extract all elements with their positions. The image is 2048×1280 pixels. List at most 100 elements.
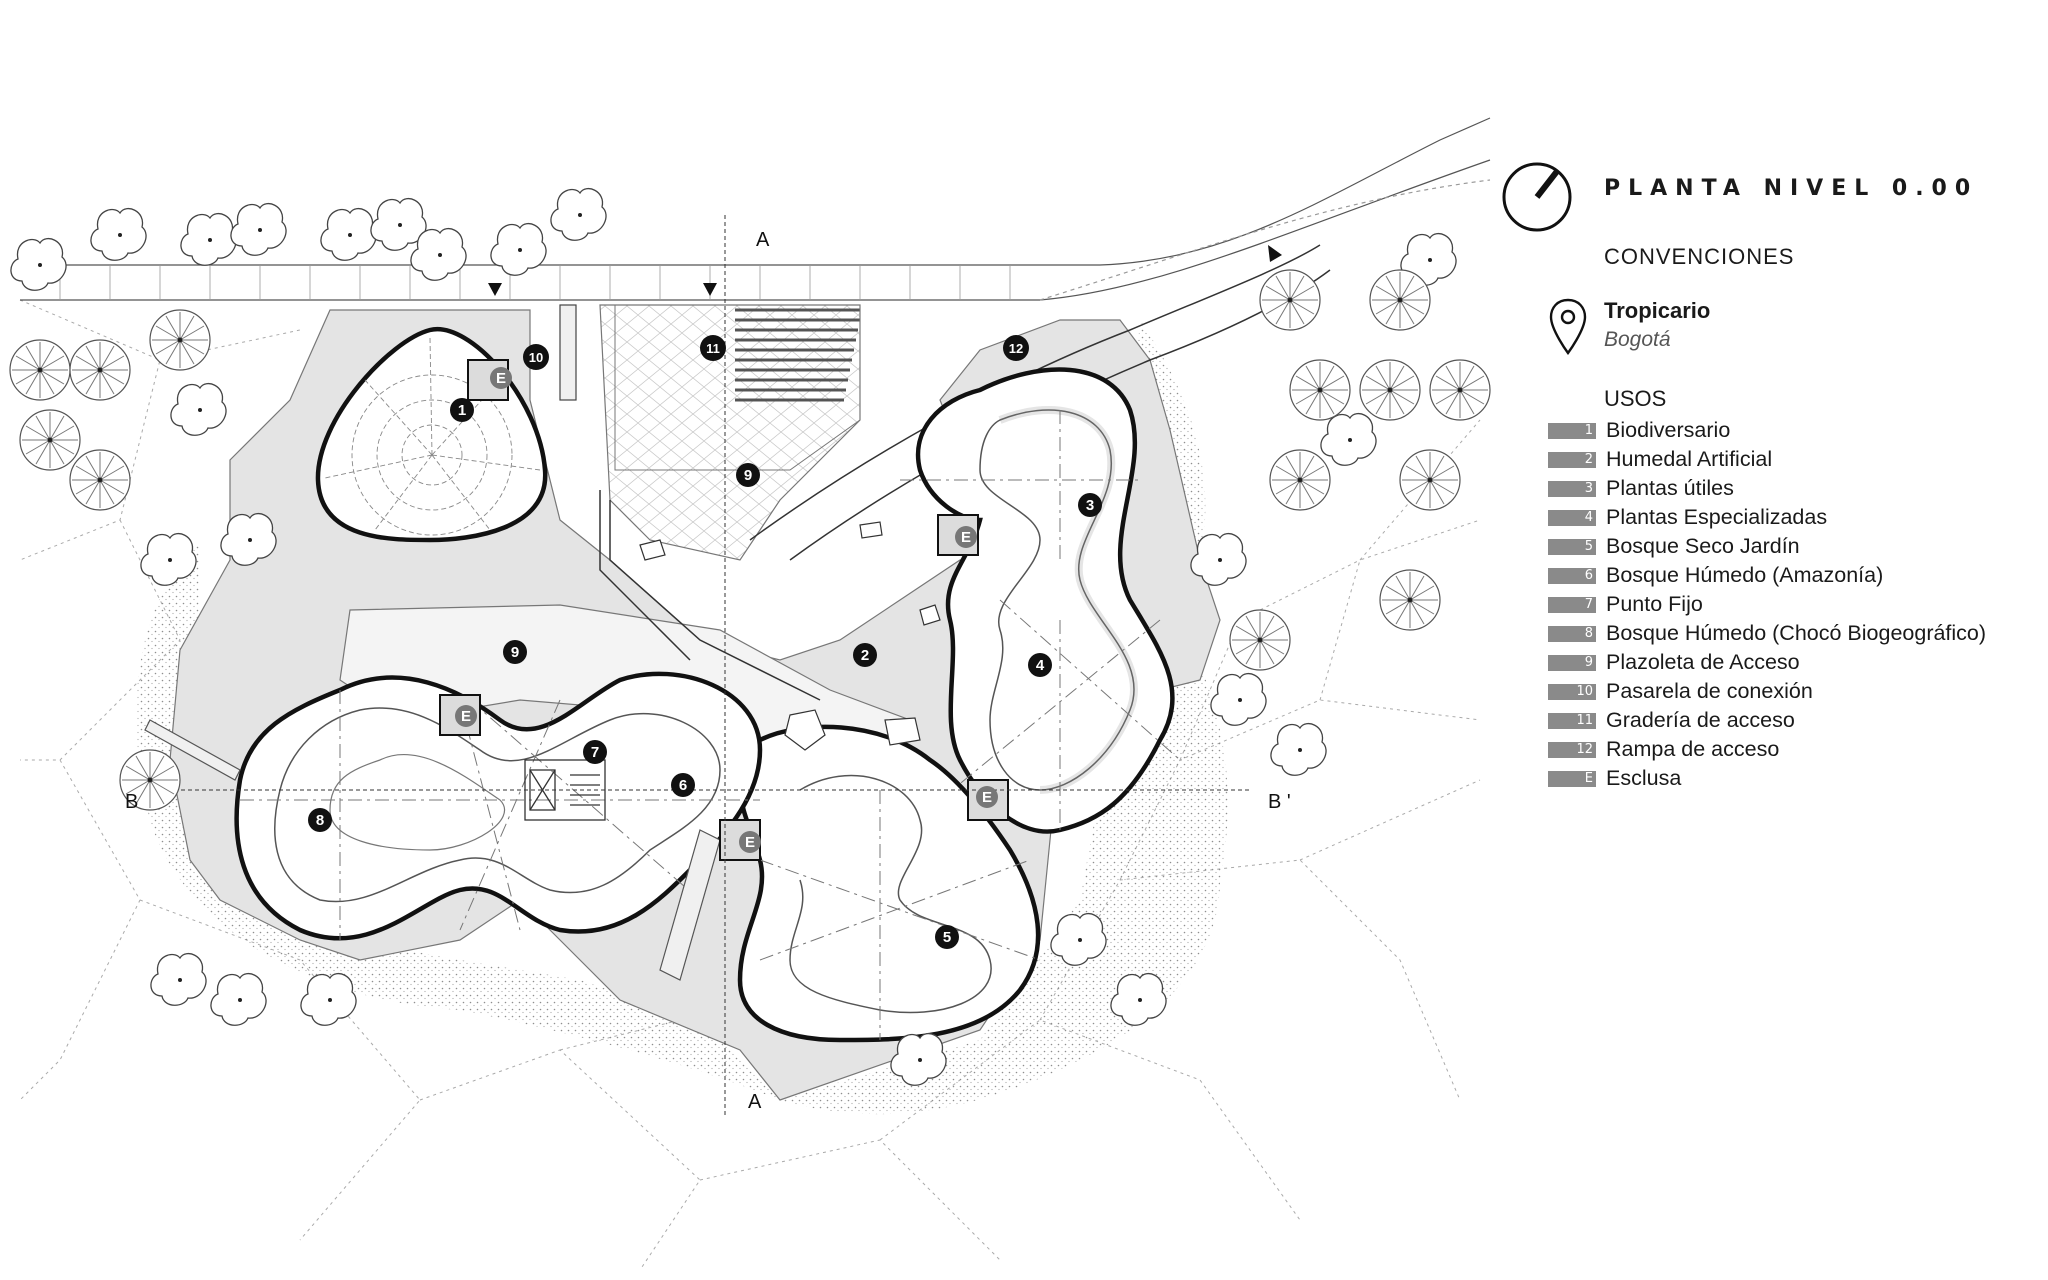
bubble-bosque-humedo [234,671,763,941]
esclusa-marker-1: E [490,367,512,389]
project-name: Tropicario [1604,298,1711,323]
marker-7: 7 [583,740,607,764]
svg-text:10: 10 [529,350,543,365]
legend-title-row: PLANTA NIVEL 0.00 [1500,160,2040,240]
use-label: Biodiversario [1606,418,1731,442]
use-label: Bosque Húmedo (Amazonía) [1606,563,1884,587]
plan-markers: 1 2 3 4 5 6 7 8 9 9 10 11 12 [308,335,1102,949]
use-code-chip: 12 [1548,741,1596,758]
use-code-chip: 6 [1548,567,1596,584]
location-pin-icon [1549,298,1587,356]
svg-text:9: 9 [744,467,752,484]
plaza-acceso-upper [599,304,861,561]
section-label-a-bottom: A [748,1091,762,1113]
project-city: Bogotá [1604,328,1671,351]
use-code-chip: 7 [1548,596,1596,613]
svg-text:3: 3 [1086,497,1094,514]
use-code-chip: 4 [1548,509,1596,526]
use-label: Bosque Húmedo (Chocó Biogeográfico) [1606,621,1987,645]
use-item: 10 Pasarela de conexión [1548,677,1986,706]
svg-text:E: E [745,834,755,851]
esclusa-marker-2: E [455,705,477,727]
use-item: 11 Gradería de acceso [1548,706,1986,735]
esclusa-markers: E E E E E [455,367,998,853]
svg-text:7: 7 [591,744,599,761]
marker-8: 8 [308,808,332,832]
marker-9-lower: 9 [503,640,527,664]
use-label: Gradería de acceso [1606,708,1795,732]
svg-text:E: E [961,529,971,546]
section-labels: A A B B ' [125,229,1291,1113]
bubble-bosque-seco [737,724,1041,1043]
svg-text:12: 12 [1009,341,1023,356]
use-item: 1 Biodiversario [1548,416,1986,445]
street-pavers [59,265,1011,300]
use-code-chip: 8 [1548,625,1596,642]
use-item: 3 Plantas útiles [1548,474,1986,503]
use-code-chip: 5 [1548,538,1596,555]
entry-arrows [488,245,1282,296]
access-bleachers [735,308,860,402]
use-code-chip: 3 [1548,480,1596,497]
street-band [20,117,1491,301]
svg-text:11: 11 [706,341,720,356]
use-label: Humedal Artificial [1606,447,1773,471]
svg-text:E: E [982,789,992,806]
use-item: 4 Plantas Especializadas [1548,503,1986,532]
svg-text:2: 2 [861,647,869,664]
conventions-label: CONVENCIONES [1604,244,1795,269]
site-plan: A A B B ' 1 2 3 4 5 6 7 8 9 9 10 11 12 E… [9,117,1491,1271]
esclusa-marker-4: E [976,786,998,808]
marker-6: 6 [671,773,695,797]
use-label: Plazoleta de Acceso [1606,650,1800,674]
marker-3: 3 [1078,493,1102,517]
marker-9-upper: 9 [736,463,760,487]
marker-11: 11 [700,335,726,361]
use-label: Bosque Seco Jardín [1606,534,1800,558]
svg-text:8: 8 [316,812,324,829]
svg-text:6: 6 [679,777,687,794]
use-label: Plantas Especializadas [1606,505,1828,529]
marker-12: 12 [1003,335,1029,361]
use-item: 9 Plazoleta de Acceso [1548,648,1986,677]
use-item: 8 Bosque Húmedo (Chocó Biogeográfico) [1548,619,1986,648]
connection-walkway [559,304,577,401]
plan-title: PLANTA NIVEL 0.00 [1604,176,1979,201]
use-item: 12 Rampa de acceso [1548,735,1986,764]
section-label-b-left: B [125,791,138,813]
svg-text:5: 5 [943,929,951,946]
use-item: E Esclusa [1548,764,1986,793]
use-code-chip: 11 [1548,712,1596,729]
svg-text:9: 9 [511,644,519,661]
use-label: Esclusa [1606,766,1682,790]
use-label: Rampa de acceso [1606,737,1780,761]
use-label: Punto Fijo [1606,592,1703,616]
marker-4: 4 [1028,653,1052,677]
small-shelters [639,521,941,751]
esclusa-marker-3: E [955,526,977,548]
svg-text:1: 1 [458,402,466,419]
use-code-chip: 1 [1548,422,1596,439]
use-item: 7 Punto Fijo [1548,590,1986,619]
use-code-chip: 9 [1548,654,1596,671]
marker-1: 1 [450,398,474,422]
esclusa-marker-5: E [739,831,761,853]
use-code-chip: E [1548,770,1596,787]
marker-2: 2 [853,643,877,667]
use-code-chip: 10 [1548,683,1596,700]
svg-text:E: E [461,708,471,725]
marker-10: 10 [523,344,549,370]
uses-label: USOS [1604,386,1667,411]
bleachers-outline [614,304,861,471]
use-label: Plantas útiles [1606,476,1734,500]
svg-text:4: 4 [1036,657,1045,674]
marker-5: 5 [935,925,959,949]
north-arrow-icon [1502,162,1572,232]
use-item: 5 Bosque Seco Jardín [1548,532,1986,561]
section-label-b-right: B ' [1268,791,1291,813]
svg-text:E: E [496,370,506,387]
use-label: Pasarela de conexión [1606,679,1813,703]
use-item: 6 Bosque Húmedo (Amazonía) [1548,561,1986,590]
use-code-chip: 2 [1548,451,1596,468]
